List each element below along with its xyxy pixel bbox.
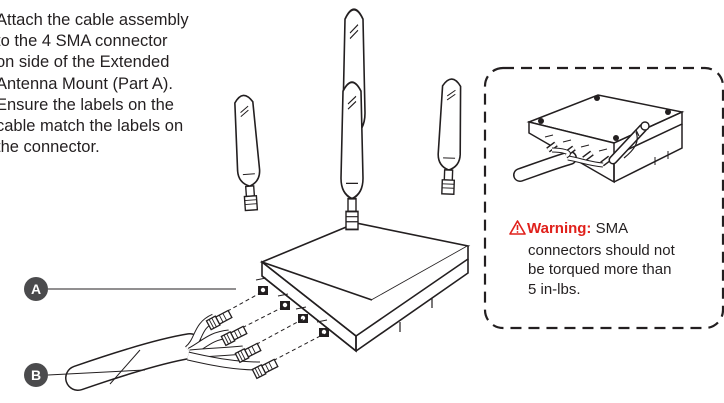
instruction-line: Antenna Mount (Part A). — [0, 74, 174, 93]
warning-triangle-icon — [509, 220, 527, 241]
warning-first-word: SMA — [595, 220, 629, 237]
antenna-mount-box — [259, 222, 471, 353]
instruction-line: cable match the labels on — [0, 117, 184, 136]
detail-torque-wrench — [608, 121, 650, 165]
antenna-right — [436, 77, 464, 196]
warning-line: be torqued more than — [528, 261, 672, 278]
warning-line: 5 in-lbs. — [528, 280, 581, 298]
cable-assembly — [65, 308, 279, 391]
antenna-front — [339, 81, 365, 231]
instruction-line: the connector. — [0, 138, 100, 157]
sma-connectors — [255, 277, 329, 337]
detail-cables — [513, 134, 612, 182]
callout-b: B — [24, 363, 48, 387]
warning-note: Warning: SMA connectors should not be to… — [509, 219, 689, 299]
instruction-line: Ensure the labels on the — [0, 95, 174, 114]
instruction-line: on side of the Extended — [0, 53, 170, 72]
warning-label: Warning: — [527, 220, 592, 237]
callout-a: A — [24, 277, 48, 301]
detail-inset-border — [483, 66, 724, 330]
warning-line: connectors should not — [528, 241, 675, 259]
instruction-line: Attach the cable assembly — [0, 11, 189, 29]
instruction-text: Attach the cable assembly to the 4 SMA c… — [0, 10, 242, 158]
instruction-line: to the 4 SMA connector — [0, 32, 168, 51]
callout-b-leader — [47, 369, 146, 376]
